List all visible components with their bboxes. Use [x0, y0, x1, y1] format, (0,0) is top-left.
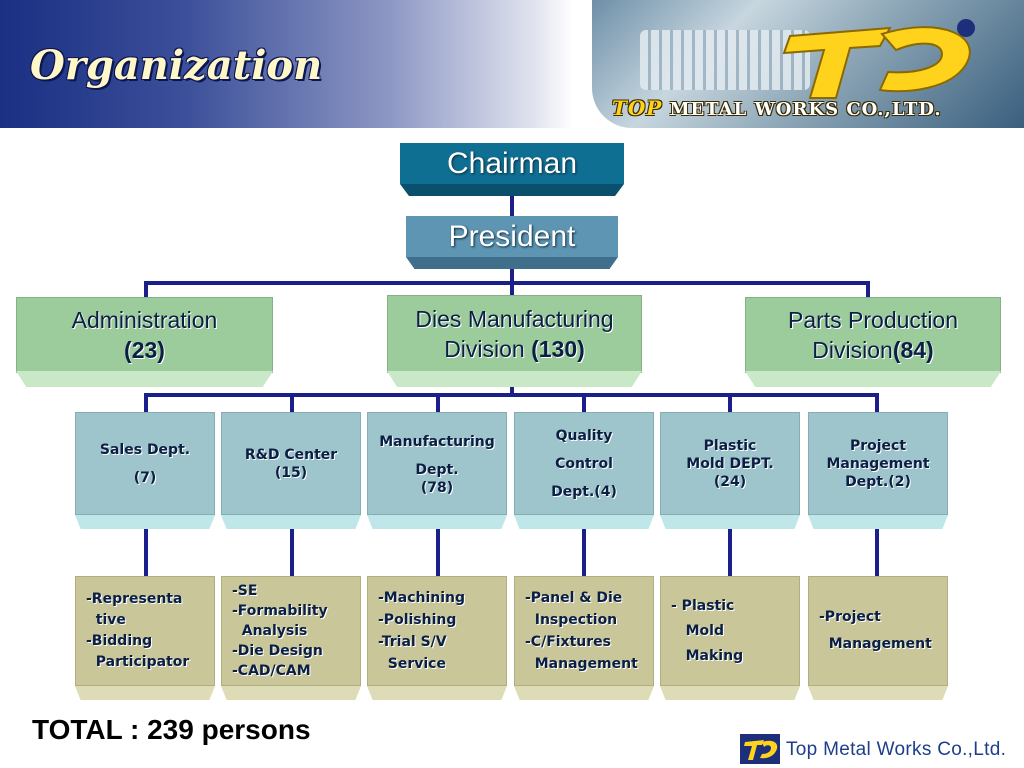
division-headcount: (23): [124, 337, 165, 363]
dept-headcount: Dept.(4): [551, 483, 617, 500]
chairman-label: Chairman: [446, 146, 578, 180]
division-administration: Administration (23): [16, 297, 273, 387]
total-headcount: TOTAL : 239 persons: [32, 714, 311, 745]
dept-headcount: Dept.(2): [845, 473, 911, 490]
dept-line: Management: [826, 455, 930, 472]
banner-company-top-word: TOP: [612, 96, 663, 120]
division-name: Administration: [71, 307, 218, 333]
duty-item: -Trial S/V: [378, 634, 447, 650]
dept-headcount: (15): [274, 464, 308, 481]
duty-item: -Polishing: [378, 612, 457, 628]
duty-item: Mold: [671, 622, 724, 639]
dept-manufacturing: Manufacturing Dept. (78): [367, 412, 507, 529]
duty-item: Making: [671, 647, 744, 664]
duties-project-management: -Project Management: [808, 576, 948, 700]
duty-item: -CAD/CAM: [232, 663, 311, 679]
division-name-cont: Division: [812, 337, 893, 363]
duty-item: -Formability: [232, 603, 328, 619]
duties-sales: -Representa tive -Bidding Participator: [75, 576, 215, 700]
duties-rnd-center: -SE -Formability Analysis -Die Design -C…: [221, 576, 361, 700]
division-dies-manufacturing: Dies Manufacturing Division (130): [387, 295, 642, 387]
duty-item: -Panel & Die: [525, 590, 623, 606]
duty-item: Service: [378, 656, 446, 672]
duty-item: - Plastic: [671, 597, 735, 614]
banner-company-rest: METAL WORKS CO.,LTD.: [669, 99, 942, 120]
dept-headcount: (24): [713, 473, 747, 490]
duty-item: Analysis: [232, 623, 308, 639]
dept-line: Mold DEPT.: [686, 455, 774, 472]
dept-line: Dept.: [415, 462, 459, 478]
division-headcount: (84): [892, 337, 934, 363]
duty-item: Participator: [86, 654, 190, 670]
dept-line: Quality: [555, 427, 613, 444]
division-headcount: (130): [531, 336, 585, 362]
duties-plastic-mold: - Plastic Mold Making: [660, 576, 800, 700]
duties-quality-control: -Panel & Die Inspection -C/Fixtures Mana…: [514, 576, 654, 700]
factory-building-image: [640, 30, 810, 90]
dept-rnd-center: R&D Center (15): [221, 412, 361, 529]
chairman-box: Chairman: [400, 143, 624, 196]
dept-headcount: (7): [133, 469, 157, 486]
duty-item: Inspection: [525, 612, 618, 628]
header-banner: Organization TOP METAL WORKS CO.,LTD.: [0, 0, 1024, 128]
dept-line: Sales Dept.: [99, 441, 191, 458]
president-box: President: [406, 216, 618, 269]
duty-item: tive: [86, 612, 126, 628]
dept-plastic-mold: Plastic Mold DEPT. (24): [660, 412, 800, 529]
duty-item: Management: [525, 656, 638, 672]
dept-project-management: Project Management Dept.(2): [808, 412, 948, 529]
dept-line: Plastic: [703, 437, 757, 454]
duty-item: -C/Fixtures: [525, 634, 611, 650]
banner-company-name: TOP METAL WORKS CO.,LTD.: [612, 96, 942, 120]
duty-item: -Machining: [378, 590, 466, 606]
division-name-cont: Division: [444, 336, 532, 362]
president-label: President: [448, 219, 576, 253]
dept-quality-control: Quality Control Dept.(4): [514, 412, 654, 529]
duty-item: Management: [819, 636, 932, 652]
division-name: Dies Manufacturing: [415, 306, 614, 332]
dept-line: Project: [849, 437, 907, 454]
footer-company-name: Top Metal Works Co.,Ltd.: [786, 739, 1007, 760]
dept-line: Manufacturing: [379, 434, 495, 450]
dept-headcount: (78): [420, 480, 454, 496]
company-logo-mark: [782, 19, 975, 99]
duty-item: -Representa: [86, 591, 183, 607]
dept-line: Control: [555, 455, 613, 472]
dept-line: R&D Center: [244, 446, 338, 463]
duty-item: -Project: [819, 609, 881, 625]
footer-logo-icon: [740, 734, 780, 764]
duties-manufacturing: -Machining -Polishing -Trial S/V Service: [367, 576, 507, 700]
dept-sales: Sales Dept. (7): [75, 412, 215, 529]
division-parts-production: Parts Production Division(84): [745, 297, 1001, 387]
page-title: Organization: [30, 42, 323, 89]
duty-item: -Die Design: [232, 643, 323, 659]
division-name: Parts Production: [787, 307, 959, 333]
duty-item: -SE: [232, 583, 258, 599]
duty-item: -Bidding: [86, 633, 153, 649]
